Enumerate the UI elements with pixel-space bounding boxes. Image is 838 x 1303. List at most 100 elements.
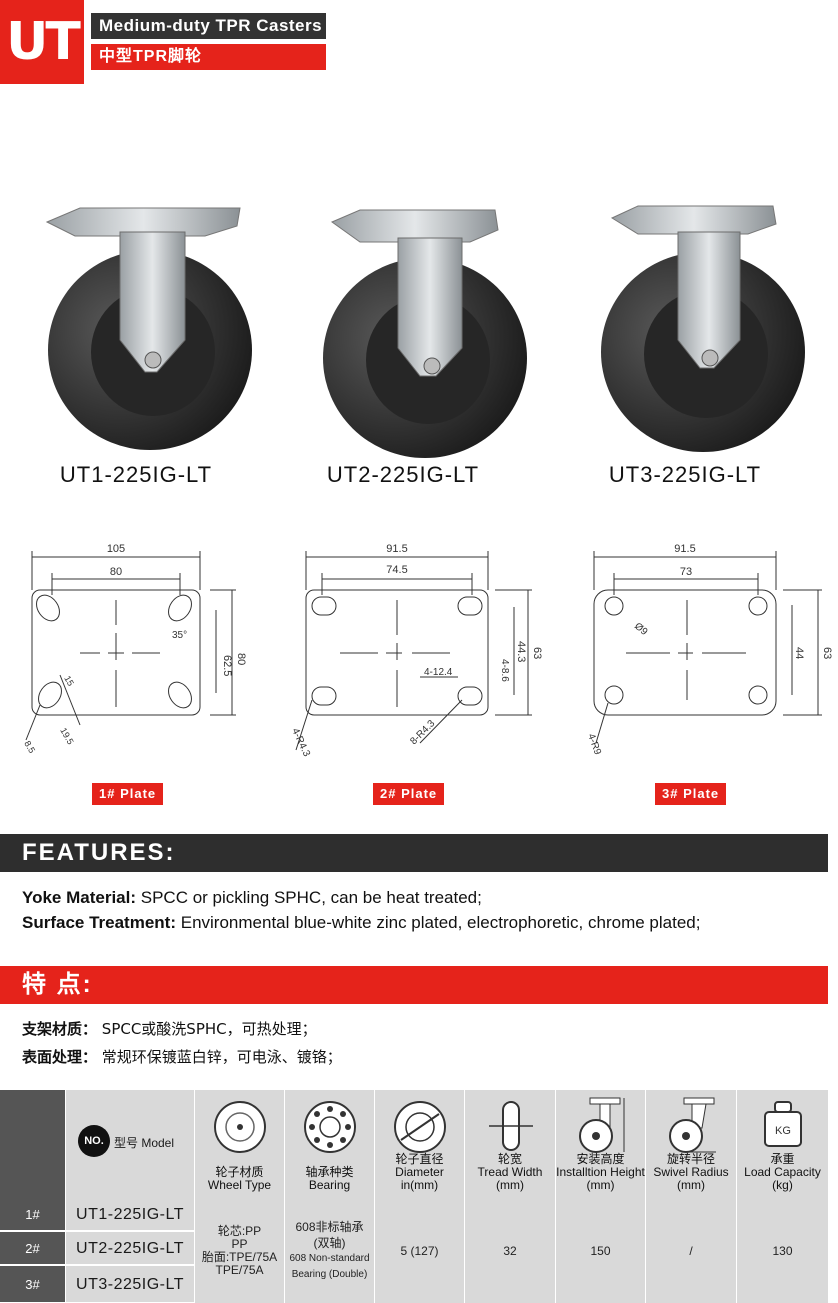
col-load-en: Load Capacity	[744, 1165, 821, 1179]
diameter-icon	[394, 1101, 446, 1153]
col-wheel-en: Wheel Type	[207, 1178, 272, 1192]
plate-1-drawing: 105 80 62.5 80 35° 15 19.5 8.5	[22, 543, 247, 755]
col-bearing-zh: 轴承种类	[305, 1165, 354, 1179]
brand-logo: UT	[0, 0, 84, 84]
plate-3-drawing: 91.5 73 63 44 Ø9 4-R9	[585, 543, 833, 757]
wheel-line-3: 胎面:TPE/75A	[201, 1249, 278, 1264]
feature-yoke-zh: 支架材质： SPCC或酸洗SPHC，可热处理；	[22, 1018, 317, 1039]
wheel-line-2: PP	[231, 1236, 248, 1251]
table-row-1-no: 1#	[0, 1198, 65, 1231]
col-swivel-zh: 旋转半径	[666, 1152, 715, 1166]
col-diameter-zh: 轮子直径	[395, 1152, 444, 1166]
bearing-line-3: 608 Non-standard	[289, 1252, 370, 1264]
p3-dim-overall-w: 91.5	[674, 543, 695, 555]
p1-dim-overall-h: 80	[235, 653, 247, 665]
col-tread-zh: 轮宽	[497, 1152, 522, 1166]
col-height-unit: (mm)	[586, 1178, 615, 1192]
p2-dim-hole-w: 74.5	[386, 564, 407, 576]
feature-surface-zh: 表面处理： 常规环保镀蓝白锌，可电泳、镀铬；	[22, 1046, 342, 1067]
feature-surface-en: Surface Treatment: Environmental blue-wh…	[22, 913, 700, 933]
feature-yoke-label: Yoke Material:	[22, 888, 137, 907]
weight-icon-text: KG	[775, 1125, 791, 1137]
p2-dim-overall-w: 91.5	[386, 543, 407, 555]
page-title-zh: 中型TPR脚轮	[91, 44, 326, 70]
weight-icon: KG	[764, 1101, 802, 1147]
wheel-line-4: TPE/75A	[215, 1262, 264, 1277]
feature-surface-zh-text: 常规环保镀蓝白锌，可电泳、镀铬；	[101, 1048, 342, 1066]
swivel-icon	[669, 1097, 716, 1153]
col-swivel-unit: (mm)	[677, 1178, 705, 1192]
table-row-2-model: UT2-225IG-LT	[66, 1232, 194, 1265]
table-corner	[0, 1090, 66, 1198]
p2-dim-slot-a: 4-8.6	[499, 659, 510, 682]
feature-yoke-en: Yoke Material: SPCC or pickling SPHC, ca…	[22, 888, 482, 908]
cell-load-capacity: 130	[737, 1198, 828, 1303]
p3-dim-overall-h: 63	[821, 647, 833, 659]
bearing-line-2: (双轴)	[313, 1235, 346, 1250]
caster-photo-2	[323, 209, 527, 458]
model-header-label: 型号 Model	[114, 1136, 175, 1150]
p1-dim-slot2: 19.5	[58, 726, 75, 746]
p3-dim-r: 4-R9	[585, 732, 603, 757]
bearing-line-1: 608非标轴承	[295, 1219, 364, 1234]
plate-2-tag: 2# Plate	[373, 783, 445, 805]
feature-surface-label: Surface Treatment:	[22, 913, 176, 932]
table-row-2-no: 2#	[0, 1232, 65, 1265]
p2-dim-hole-h: 44.3	[515, 641, 527, 662]
wheel-icon	[214, 1101, 266, 1153]
table-row-1-model: UT1-225IG-LT	[66, 1198, 194, 1231]
features-heading-zh: 特 点:	[0, 966, 828, 1004]
cell-wheel-type: 轮芯:PP PP 胎面:TPE/75A TPE/75A	[195, 1198, 285, 1303]
features-heading-en: FEATURES:	[0, 834, 828, 872]
table-row-3-no: 3#	[0, 1266, 65, 1303]
p3-dim-hole-w: 73	[680, 566, 692, 578]
col-diameter-unit: in(mm)	[400, 1178, 439, 1192]
cell-swivel-radius: /	[646, 1198, 737, 1303]
product-model-3: UT3-225IG-LT	[608, 462, 762, 487]
cell-diameter: 5 (127)	[375, 1198, 465, 1303]
col-wheel-zh: 轮子材质	[215, 1165, 264, 1179]
plate-1-tag: 1# Plate	[92, 783, 164, 805]
height-icon	[579, 1097, 625, 1153]
feature-surface-zh-label: 表面处理：	[22, 1048, 98, 1066]
p2-dim-r1: 4-R4.3	[289, 727, 312, 759]
model-header: NO. 型号 Model	[66, 1090, 195, 1198]
page-title-en: Medium-duty TPR Casters	[91, 13, 326, 39]
p3-dim-hole-h: 44	[793, 647, 805, 659]
feature-surface-text: Environmental blue-white zinc plated, el…	[180, 913, 701, 932]
col-diameter-en: Diameter	[395, 1165, 444, 1179]
wheel-line-1: 轮芯:PP	[217, 1223, 262, 1238]
p1-dim-slot1: 15	[62, 674, 76, 688]
product-model-2: UT2-225IG-LT	[326, 462, 480, 487]
bearing-line-4: Bearing (Double)	[291, 1268, 368, 1280]
p1-dim-slot3: 8.5	[22, 739, 37, 755]
p3-dim-hole-d: Ø9	[632, 621, 650, 638]
col-tread-unit: (mm)	[496, 1178, 524, 1192]
col-height-zh: 安装高度	[576, 1152, 625, 1166]
p1-dim-angle: 35°	[172, 630, 187, 641]
p1-dim-hole-h: 62.5	[221, 655, 233, 676]
tread-icon	[489, 1101, 533, 1151]
table-row-3-model: UT3-225IG-LT	[66, 1266, 194, 1303]
feature-yoke-zh-text: SPCC或酸洗SPHC，可热处理；	[101, 1020, 317, 1038]
col-swivel-en: Swivel Radius	[653, 1165, 729, 1179]
cell-tread-width: 32	[465, 1198, 556, 1303]
feature-yoke-text: SPCC or pickling SPHC, can be heat treat…	[140, 888, 482, 907]
p1-dim-hole-w: 80	[110, 566, 122, 578]
p2-dim-slot-b: 4-12.4	[424, 667, 453, 678]
cell-install-height: 150	[556, 1198, 646, 1303]
bearing-icon	[304, 1101, 356, 1153]
col-load-zh: 承重	[770, 1152, 795, 1166]
cell-bearing: 608非标轴承 (双轴) 608 Non-standard Bearing (D…	[285, 1198, 375, 1303]
col-tread-en: Tread Width	[477, 1165, 543, 1179]
caster-photo-3	[601, 205, 805, 452]
product-model-1: UT1-225IG-LT	[59, 462, 213, 487]
plate-2-drawing: 91.5 74.5 63 44.3 4-8.6 4-12.4 4-R4.3 8-…	[289, 543, 543, 759]
